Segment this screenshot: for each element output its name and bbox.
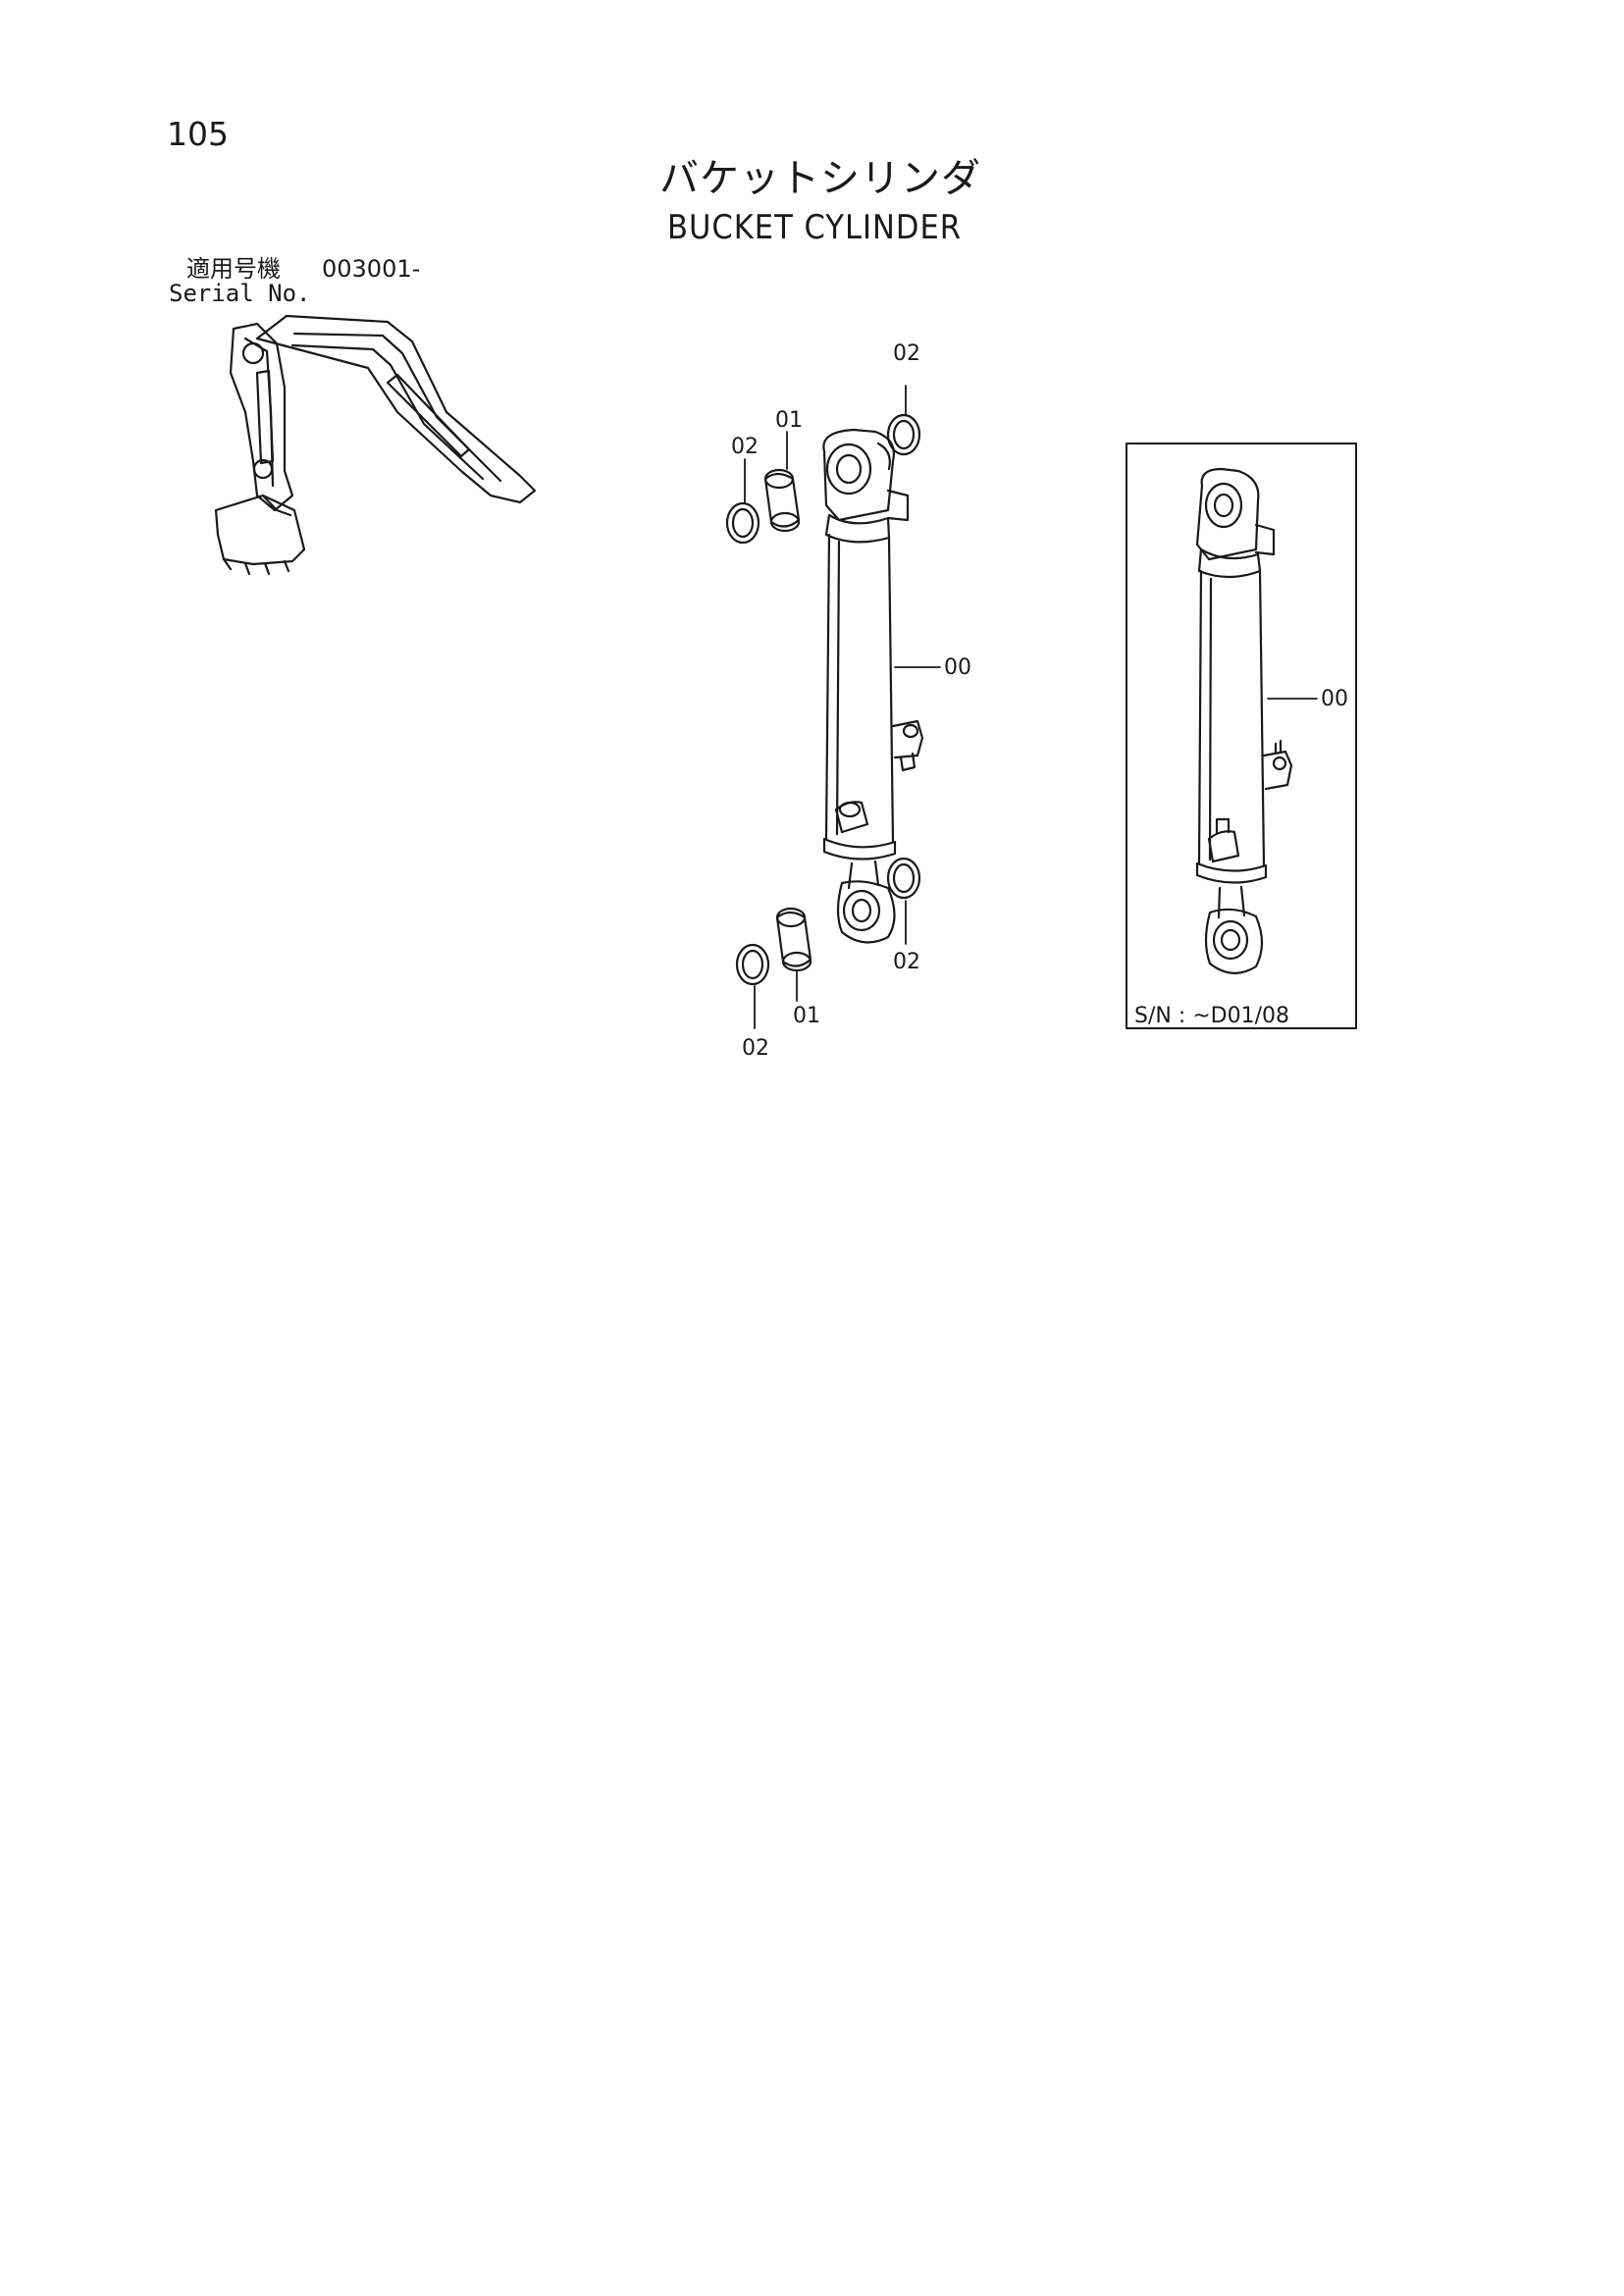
title-japanese: バケットシリンダ bbox=[659, 156, 981, 201]
serial-label-english: Serial No. bbox=[169, 280, 311, 307]
callout-01-bottom: 01 bbox=[793, 1004, 820, 1028]
serial-value: 003001- bbox=[322, 255, 421, 283]
bucket-cylinder-assembled bbox=[1195, 467, 1318, 974]
callout-02-top-left: 02 bbox=[731, 435, 759, 459]
page-number: 105 bbox=[167, 115, 229, 153]
callout-02-bottom-left: 02 bbox=[742, 1036, 769, 1061]
callout-02-bottom-right: 02 bbox=[893, 950, 920, 974]
bucket-cylinder-exploded bbox=[725, 385, 941, 1029]
callout-00-main: 00 bbox=[944, 655, 971, 680]
inset-frame bbox=[1126, 443, 1357, 1029]
callout-01-top: 01 bbox=[775, 408, 803, 433]
callout-00-inset: 00 bbox=[1321, 687, 1348, 711]
excavator-arm-illustration bbox=[214, 314, 537, 576]
callout-02-top-right: 02 bbox=[893, 341, 920, 366]
title-english: BUCKET CYLINDER bbox=[667, 208, 963, 247]
inset-serial-range: S/N : ~D01/08 bbox=[1134, 1004, 1290, 1028]
serial-label-japanese: 適用号機 bbox=[186, 255, 281, 283]
